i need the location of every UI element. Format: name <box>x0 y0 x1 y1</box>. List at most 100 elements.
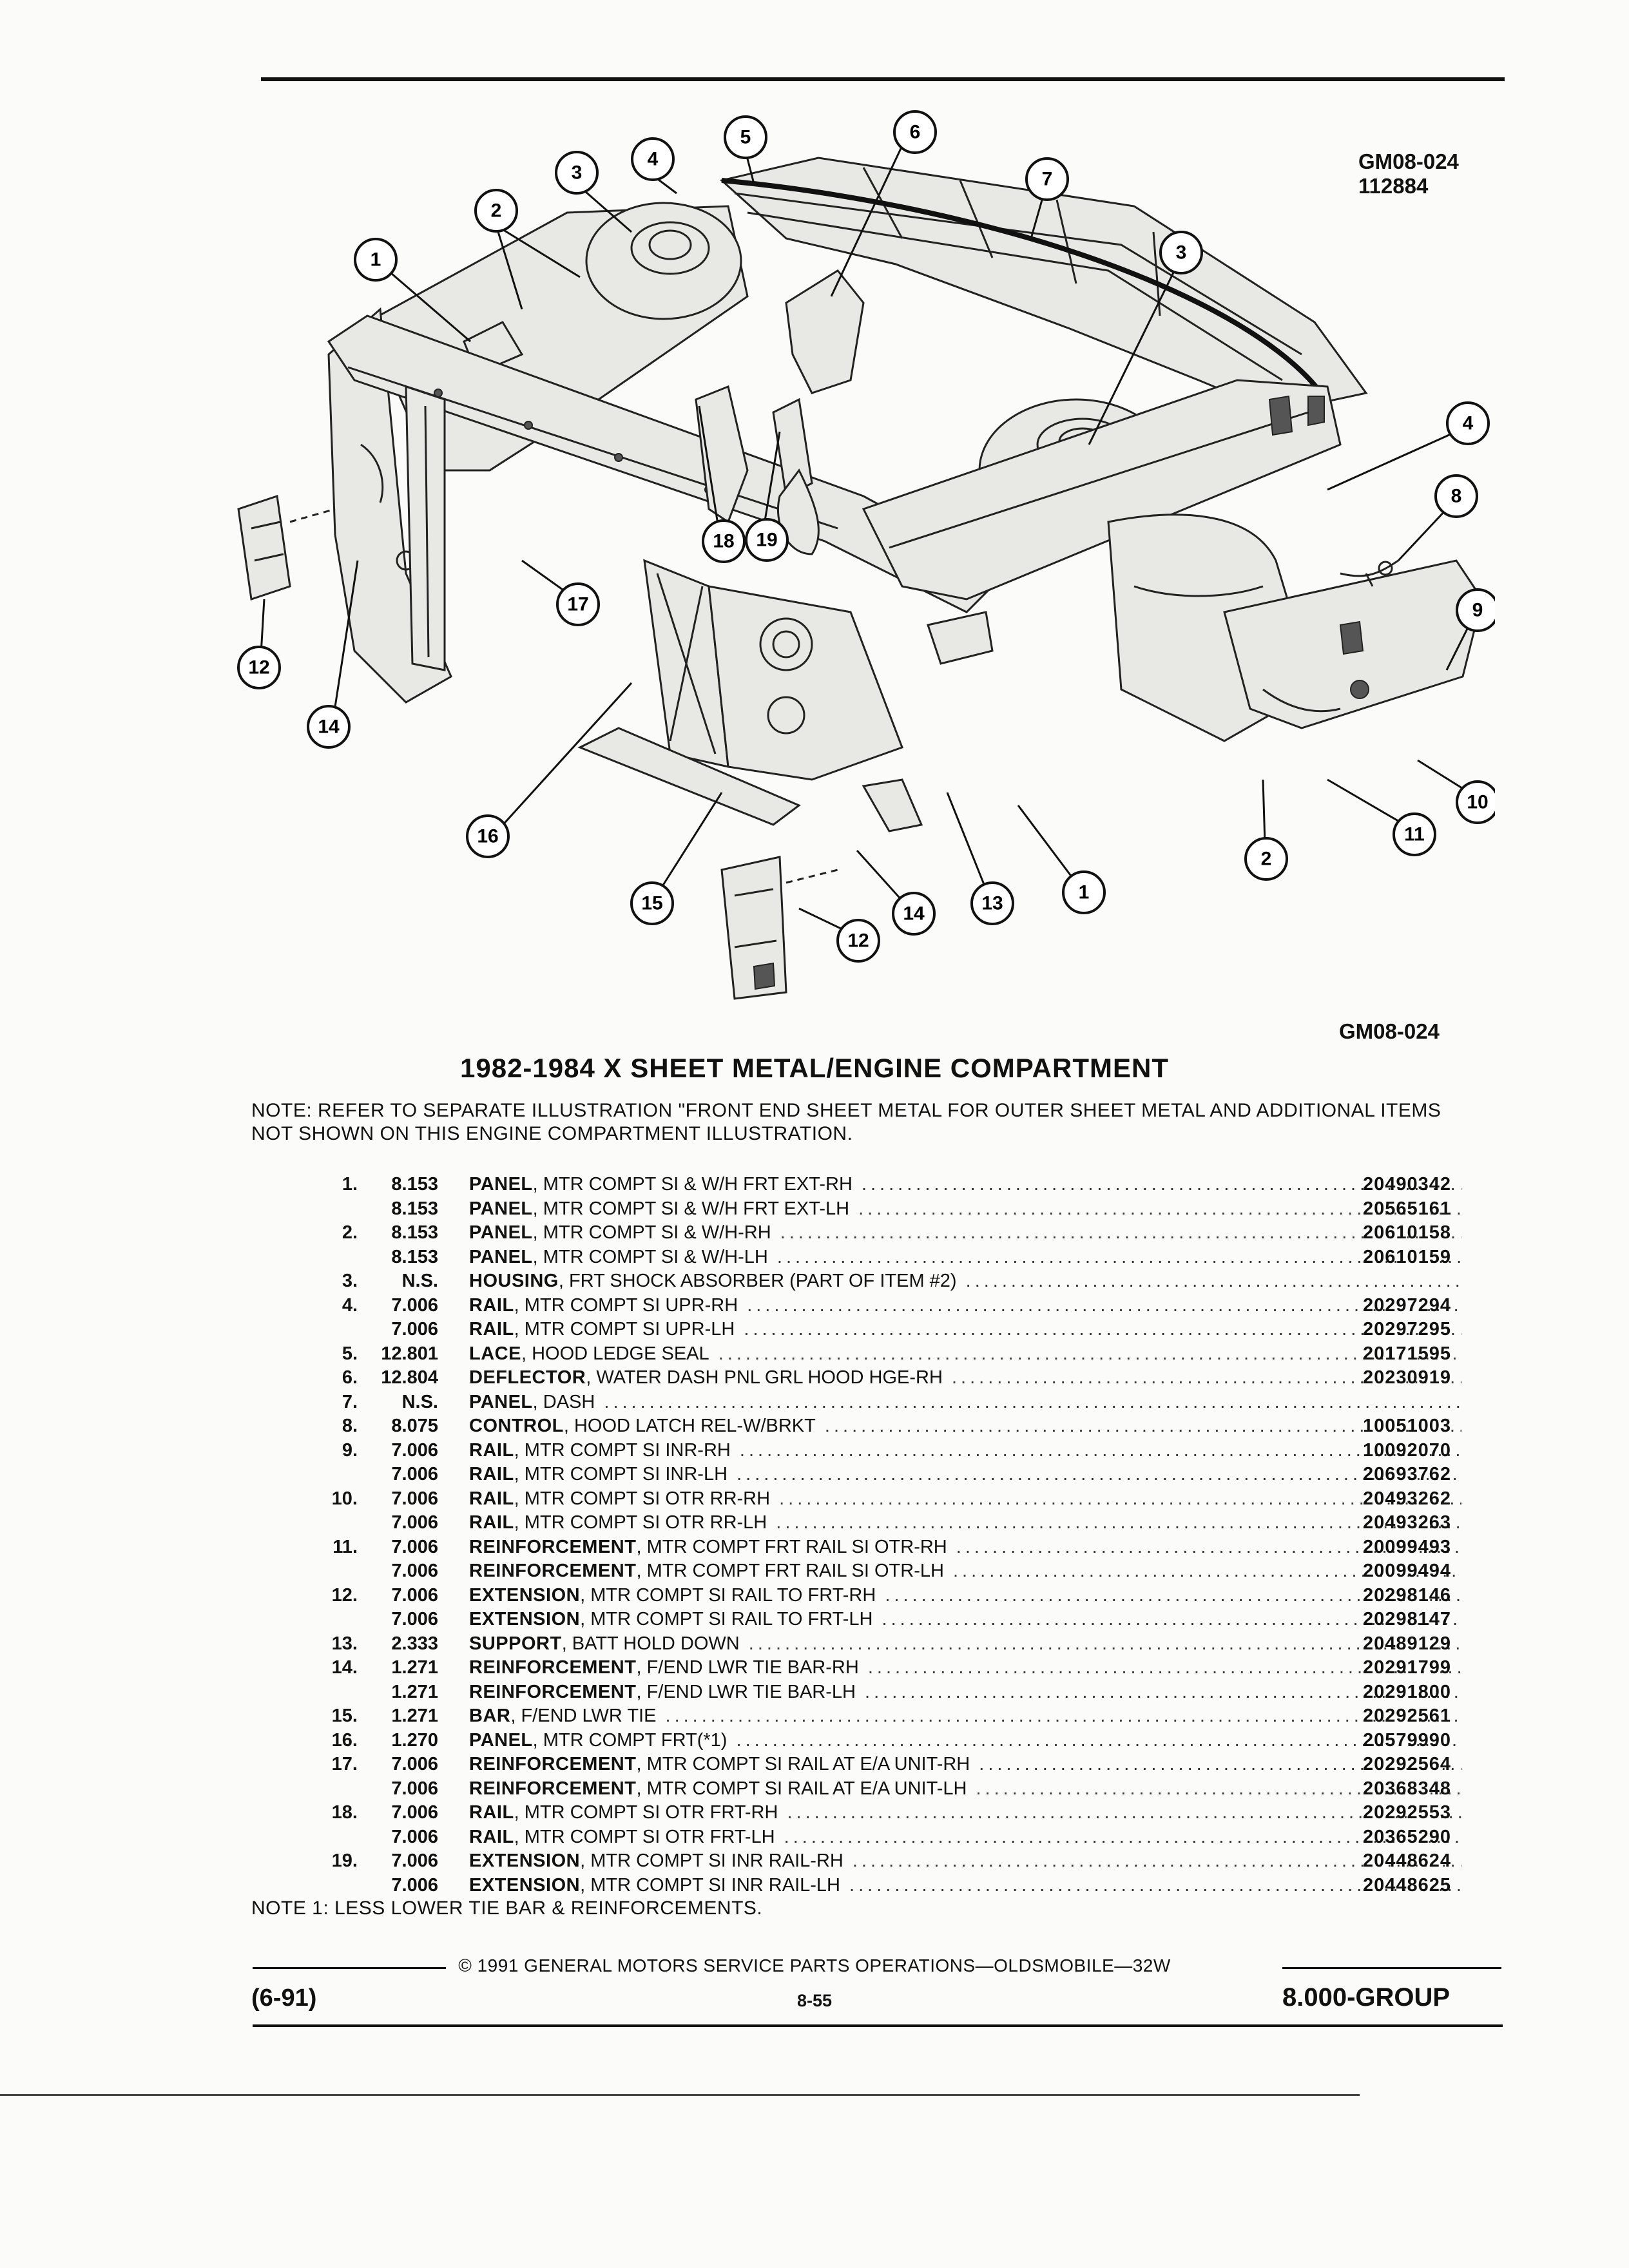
footer-group: 8.000-GROUP <box>1282 1983 1451 2012</box>
callout-1: 1 <box>354 238 398 282</box>
part-detail: , MTR COMPT SI & W/H FRT EXT-RH <box>532 1174 853 1195</box>
item-number: 7. <box>342 1391 358 1412</box>
svg-text:6: 6 <box>910 122 921 143</box>
figure-ref-bottom: GM08-024 <box>1339 1019 1440 1043</box>
page-title: 1982-1984 X SHEET METAL/ENGINE COMPARTME… <box>460 1053 1169 1083</box>
part-name: DEFLECTOR <box>469 1367 586 1388</box>
svg-text:10: 10 <box>1467 792 1488 813</box>
item-number: 6. <box>342 1367 358 1388</box>
figure-ref-date: 112884 <box>1358 174 1429 198</box>
svg-text:11: 11 <box>1404 824 1425 845</box>
part-number: 10092070 <box>1363 1439 1452 1461</box>
part-number: 20365290 <box>1363 1826 1452 1847</box>
callout-2b: 2 <box>1244 837 1288 881</box>
part-number: 20368348 <box>1363 1778 1452 1799</box>
part-detail: , MTR COMPT SI OTR FRT-LH <box>514 1826 775 1847</box>
callout-1b: 1 <box>1062 870 1106 914</box>
callout-17: 17 <box>556 582 600 626</box>
part-name: EXTENSION <box>469 1874 581 1896</box>
group-number: 7.006 <box>391 1778 438 1799</box>
part-detail: , MTR COMPT SI & W/H-RH <box>532 1222 771 1243</box>
part-name: REINFORCEMENT <box>469 1778 637 1799</box>
callout-3b: 3 <box>1159 231 1203 274</box>
part-name: RAIL <box>469 1512 514 1533</box>
item-number: 15. <box>331 1706 358 1726</box>
part-detail: , HOOD LATCH REL-W/BRKT <box>563 1416 816 1436</box>
part-detail: , MTR COMPT SI RAIL AT E/A UNIT-LH <box>636 1778 967 1799</box>
leader-dots: ........................................… <box>979 1754 1461 1774</box>
group-number: 1.271 <box>391 1657 438 1678</box>
leader-dots: ........................................… <box>858 1198 1461 1219</box>
leader-dots: ........................................… <box>736 1729 1462 1751</box>
part-name: REINFORCEMENT <box>469 1657 637 1678</box>
footer-date: (6-91) <box>251 1984 317 2012</box>
part-number: 20099494 <box>1363 1561 1452 1581</box>
part-number: 20579990 <box>1363 1729 1452 1751</box>
svg-text:14: 14 <box>318 716 340 738</box>
part-detail: , MTR COMPT SI INR-LH <box>514 1464 728 1485</box>
part-name: RAIL <box>469 1294 514 1316</box>
part-number: 20493262 <box>1363 1488 1452 1509</box>
callout-14: 14 <box>307 705 351 749</box>
leader-dots: ........................................… <box>744 1319 1461 1340</box>
part-number: 20490342 <box>1363 1174 1452 1195</box>
leader-dots: ........................................… <box>885 1584 1461 1606</box>
part-description: RAIL, MTR COMPT SI INR-LH ..............… <box>469 1463 1461 1486</box>
part-number: 20489129 <box>1363 1633 1452 1654</box>
part-number: 20171595 <box>1363 1343 1452 1364</box>
leader-dots: ........................................… <box>852 1850 1461 1871</box>
callout-2: 2 <box>474 189 518 233</box>
svg-text:3: 3 <box>572 162 583 184</box>
part-number: 20448625 <box>1363 1874 1452 1896</box>
part-name: EXTENSION <box>469 1609 581 1629</box>
part-description: HOUSING, FRT SHOCK ABSORBER (PART OF ITE… <box>469 1269 1461 1293</box>
part-name: LACE <box>469 1343 521 1364</box>
part-description: CONTROL, HOOD LATCH REL-W/BRKT .........… <box>469 1414 1461 1438</box>
leader-dots: ........................................… <box>787 1802 1461 1823</box>
part-description: PANEL, MTR COMPT SI & W/H-LH ...........… <box>469 1245 1461 1269</box>
callout-4: 4 <box>631 137 675 181</box>
part-description: EXTENSION, MTR COMPT SI RAIL TO FRT-LH .… <box>469 1608 1461 1631</box>
part-name: REINFORCEMENT <box>469 1754 637 1774</box>
part-name: RAIL <box>469 1488 514 1509</box>
callout-19: 19 <box>745 518 789 562</box>
leader-dots: ........................................… <box>956 1536 1461 1557</box>
leader-dots: ........................................… <box>776 1512 1461 1533</box>
svg-text:3: 3 <box>1176 242 1187 264</box>
group-number: N.S. <box>401 1391 438 1412</box>
svg-text:2: 2 <box>1261 849 1272 870</box>
part-number: 20297294 <box>1363 1294 1452 1316</box>
callout-6: 6 <box>893 110 937 154</box>
part-number: 20610158 <box>1363 1222 1452 1243</box>
svg-text:19: 19 <box>756 530 777 551</box>
footnote-1: NOTE 1: LESS LOWER TIE BAR & REINFORCEME… <box>251 1898 763 1919</box>
leader-dots: ........................................… <box>779 1488 1461 1509</box>
part-description: PANEL, MTR COMPT SI & W/H-RH ...........… <box>469 1221 1461 1245</box>
part-detail: , MTR COMPT SI RAIL TO FRT-RH <box>580 1584 876 1606</box>
bottom-rule <box>253 2024 1503 2027</box>
part-detail: , MTR COMPT SI RAIL AT E/A UNIT-RH <box>636 1754 970 1774</box>
group-number: 2.333 <box>391 1633 438 1654</box>
item-number: 5. <box>342 1343 358 1364</box>
figure-ref-code: GM08-024 <box>1358 149 1459 173</box>
svg-text:4: 4 <box>648 149 659 170</box>
group-number: 7.006 <box>391 1802 438 1823</box>
leader-dots: ........................................… <box>824 1416 1461 1436</box>
item-number: 8. <box>342 1416 358 1436</box>
part-description: RAIL, MTR COMPT SI INR-RH ..............… <box>469 1439 1461 1463</box>
part-description: REINFORCEMENT, F/END LWR TIE BAR-LH ....… <box>469 1680 1461 1704</box>
leader-dots: ........................................… <box>951 1367 1461 1388</box>
part-description: SUPPORT, BATT HOLD DOWN ................… <box>469 1632 1461 1656</box>
leader-dots: ........................................… <box>748 1633 1461 1654</box>
part-number: 20610159 <box>1363 1246 1452 1267</box>
illustration-note: NOTE: REFER TO SEPARATE ILLUSTRATION "FR… <box>251 1100 1441 1144</box>
part-description: EXTENSION, MTR COMPT SI INR RAIL-RH ....… <box>469 1849 1461 1873</box>
